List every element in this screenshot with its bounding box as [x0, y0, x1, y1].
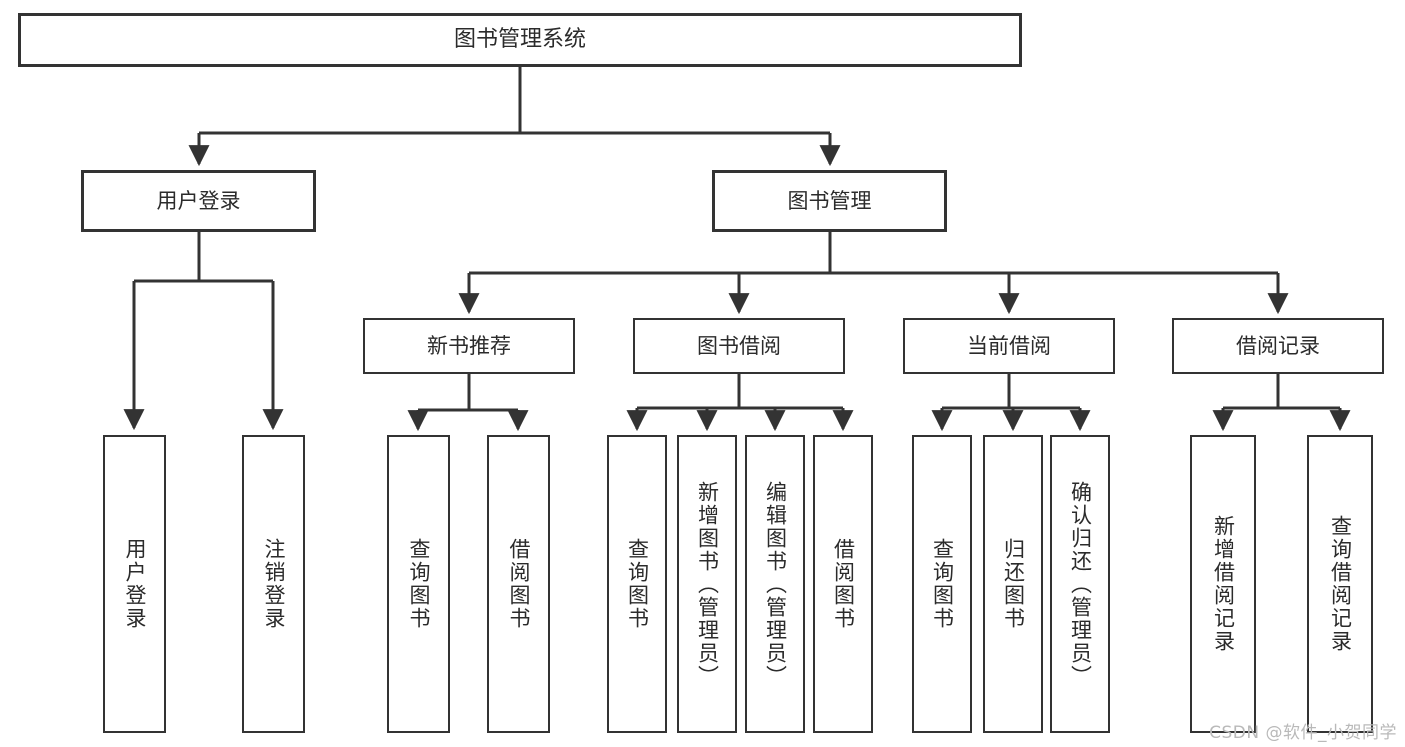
- leaf-edit-book-admin-label: 编辑图书（管理员）: [763, 480, 788, 688]
- leaf-confirm-return-admin[interactable]: 确认归还（管理员）: [1050, 435, 1110, 733]
- leaf-query-books-borrow-label: 查询图书: [625, 538, 650, 630]
- leaf-query-books-borrow[interactable]: 查询图书: [607, 435, 667, 733]
- node-root-label: 图书管理系统: [453, 27, 586, 53]
- leaf-borrow-books[interactable]: 借阅图书: [813, 435, 873, 733]
- leaf-query-books-new[interactable]: 查询图书: [387, 435, 450, 733]
- node-book-borrowing[interactable]: 图书借阅: [633, 318, 845, 374]
- leaf-query-borrow-record[interactable]: 查询借阅记录: [1307, 435, 1373, 733]
- leaf-return-books-label: 归还图书: [1001, 538, 1026, 630]
- leaf-add-book-admin-label: 新增图书（管理员）: [695, 480, 720, 688]
- leaf-query-books-current-label: 查询图书: [930, 538, 955, 630]
- leaf-logout[interactable]: 注销登录: [242, 435, 305, 733]
- node-new-book-recommendation-label: 新书推荐: [427, 333, 511, 358]
- leaf-logout-label: 注销登录: [262, 538, 286, 630]
- node-root[interactable]: 图书管理系统: [18, 13, 1022, 67]
- node-book-borrowing-label: 图书借阅: [697, 333, 781, 358]
- node-book-management[interactable]: 图书管理: [712, 170, 947, 232]
- leaf-add-book-admin[interactable]: 新增图书（管理员）: [677, 435, 737, 733]
- leaf-edit-book-admin[interactable]: 编辑图书（管理员）: [745, 435, 805, 733]
- node-current-borrowing-label: 当前借阅: [967, 333, 1051, 358]
- leaf-add-borrow-record-label: 新增借阅记录: [1211, 515, 1236, 653]
- leaf-borrow-books-label: 借阅图书: [831, 538, 856, 630]
- leaf-borrow-books-new-label: 借阅图书: [507, 538, 531, 630]
- node-new-book-recommendation[interactable]: 新书推荐: [363, 318, 575, 374]
- leaf-query-books-current[interactable]: 查询图书: [912, 435, 972, 733]
- node-user-login[interactable]: 用户登录: [81, 170, 316, 232]
- node-book-management-label: 图书管理: [787, 188, 872, 213]
- leaf-query-borrow-record-label: 查询借阅记录: [1328, 515, 1353, 653]
- leaf-return-books[interactable]: 归还图书: [983, 435, 1043, 733]
- leaf-add-borrow-record[interactable]: 新增借阅记录: [1190, 435, 1256, 733]
- leaf-confirm-return-admin-label: 确认归还（管理员）: [1068, 480, 1093, 688]
- node-user-login-label: 用户登录: [156, 188, 241, 213]
- leaf-user-login-label: 用户登录: [123, 538, 147, 630]
- leaf-user-login[interactable]: 用户登录: [103, 435, 166, 733]
- node-borrowing-records[interactable]: 借阅记录: [1172, 318, 1384, 374]
- node-current-borrowing[interactable]: 当前借阅: [903, 318, 1115, 374]
- leaf-borrow-books-new[interactable]: 借阅图书: [487, 435, 550, 733]
- node-borrowing-records-label: 借阅记录: [1236, 333, 1320, 358]
- leaf-query-books-new-label: 查询图书: [407, 538, 431, 630]
